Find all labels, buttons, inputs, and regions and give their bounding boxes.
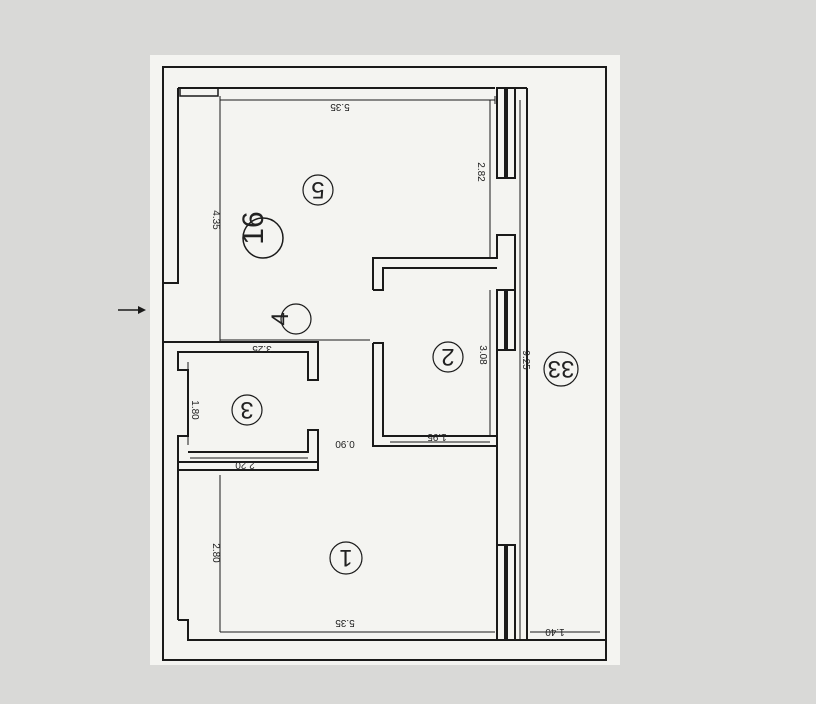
svg-text:16: 16 <box>237 211 270 244</box>
hall-33-label: 33 <box>543 351 579 387</box>
wall-jamb <box>179 87 219 97</box>
svg-text:33: 33 <box>548 355 575 382</box>
svg-text:5: 5 <box>311 176 324 203</box>
floor-number-label: 16 <box>237 211 284 259</box>
dim-room3-height: 1.80 <box>189 400 200 420</box>
dim-total-height: 9.25 <box>520 350 531 370</box>
dim-bottom-left-height: 2.80 <box>210 543 221 563</box>
entry-arrow-icon <box>118 306 146 314</box>
dim-room3-width: 2.20 <box>235 459 255 470</box>
room-3-label: 3 <box>231 394 263 426</box>
room-2-label: 2 <box>432 341 464 373</box>
paper-area <box>150 55 620 665</box>
walls <box>163 87 606 641</box>
outer-boundary <box>162 66 607 661</box>
room-1-label: 1 <box>329 541 363 575</box>
dim-left-upper-height: 4.35 <box>210 210 221 230</box>
room-4-label: 4 <box>267 303 312 335</box>
dim-right-upper-height: 2.82 <box>475 162 486 182</box>
dim-door-gap: 0.90 <box>335 438 355 449</box>
dim-top-width: 5.35 <box>330 101 350 112</box>
svg-text:2: 2 <box>441 343 454 370</box>
dim-room2-width: 1.95 <box>427 431 447 442</box>
dim-room2-height: 3.08 <box>477 345 488 365</box>
dimension-lines <box>187 96 600 640</box>
svg-text:3: 3 <box>240 396 253 423</box>
dim-bottom-width: 5.35 <box>335 617 355 628</box>
room-5-label: 5 <box>302 174 334 206</box>
dim-middle-width: 3.25 <box>252 343 272 354</box>
svg-text:4: 4 <box>267 312 294 325</box>
dim-corridor-width: 1.40 <box>545 626 565 637</box>
svg-text:1: 1 <box>339 544 352 571</box>
